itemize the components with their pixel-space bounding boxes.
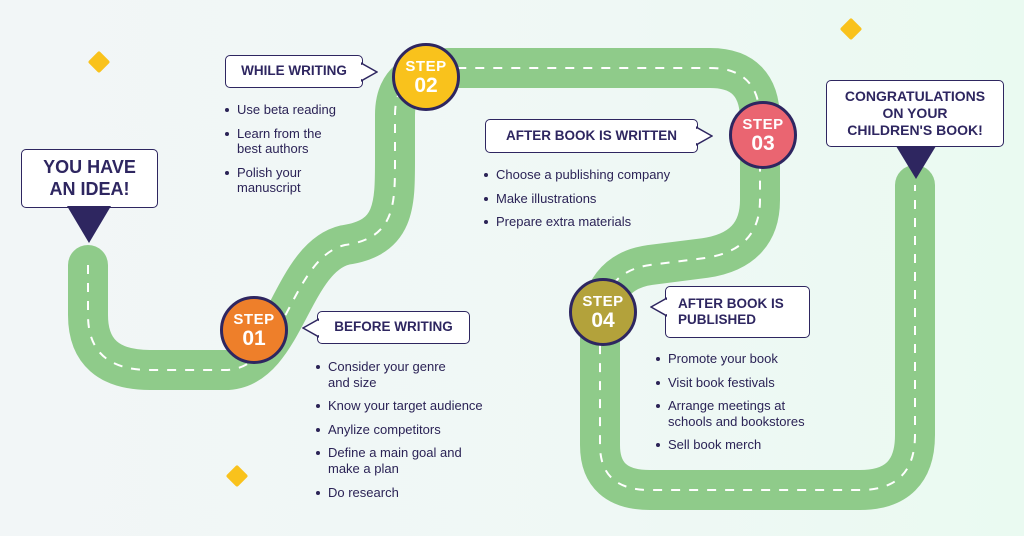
finish-callout: CONGRATULATIONS ON YOUR CHILDREN'S BOOK! (826, 80, 1004, 147)
list-item: Visit book festivals (655, 375, 855, 391)
start-label: YOU HAVE AN IDEA! (43, 156, 136, 199)
finish-label: CONGRATULATIONS ON YOUR CHILDREN'S BOOK! (844, 88, 986, 138)
list-item: Make illustrations (483, 191, 713, 207)
step-items-03: Choose a publishing company Make illustr… (483, 167, 713, 238)
list-item: Promote your book (655, 351, 855, 367)
list-item: Prepare extra materials (483, 214, 713, 230)
list-item: Polish your manuscript (224, 165, 374, 196)
step-badge-04: STEP 04 (569, 278, 637, 346)
step-title: BEFORE WRITING (334, 319, 453, 335)
step-badge-01: STEP 01 (220, 296, 288, 364)
list-item: Sell book merch (655, 437, 855, 453)
step-title-callout-04: AFTER BOOK IS PUBLISHED (665, 286, 810, 338)
start-pointer (67, 206, 111, 243)
finish-pointer (896, 146, 936, 179)
step-number: 02 (414, 73, 438, 97)
step-title-callout-02: WHILE WRITING (225, 55, 363, 88)
list-item: Define a main goal and make a plan (315, 445, 515, 476)
list-item: Learn from the best authors (224, 126, 374, 157)
list-item: Use beta reading (224, 102, 374, 118)
list-item: Arrange meetings at schools and bookstor… (655, 398, 855, 429)
step-title-callout-03: AFTER BOOK IS WRITTEN (485, 119, 698, 153)
list-item: Do research (315, 485, 515, 501)
callout-tail (650, 297, 667, 317)
step-number: 04 (591, 308, 615, 332)
step-word: STEP (582, 292, 624, 310)
step-items-01: Consider your genre and size Know your t… (315, 359, 515, 508)
list-item: Know your target audience (315, 398, 515, 414)
step-items-04: Promote your book Visit book festivals A… (655, 351, 855, 461)
list-item: Anylize competitors (315, 422, 515, 438)
callout-tail (696, 126, 713, 146)
step-title: WHILE WRITING (241, 63, 347, 79)
step-title: AFTER BOOK IS PUBLISHED (678, 295, 784, 327)
list-item: Consider your genre and size (315, 359, 515, 390)
step-word: STEP (405, 57, 447, 75)
start-callout: YOU HAVE AN IDEA! (21, 149, 158, 208)
step-items-02: Use beta reading Learn from the best aut… (224, 102, 374, 204)
step-number: 01 (242, 326, 266, 350)
step-number: 03 (751, 131, 775, 155)
step-word: STEP (742, 115, 784, 133)
step-title: AFTER BOOK IS WRITTEN (506, 127, 677, 143)
step-badge-02: STEP 02 (392, 43, 460, 111)
list-item: Choose a publishing company (483, 167, 713, 183)
step-badge-03: STEP 03 (729, 101, 797, 169)
callout-tail (302, 318, 319, 338)
callout-tail (361, 62, 378, 82)
step-title-callout-01: BEFORE WRITING (317, 311, 470, 344)
step-word: STEP (233, 310, 275, 328)
